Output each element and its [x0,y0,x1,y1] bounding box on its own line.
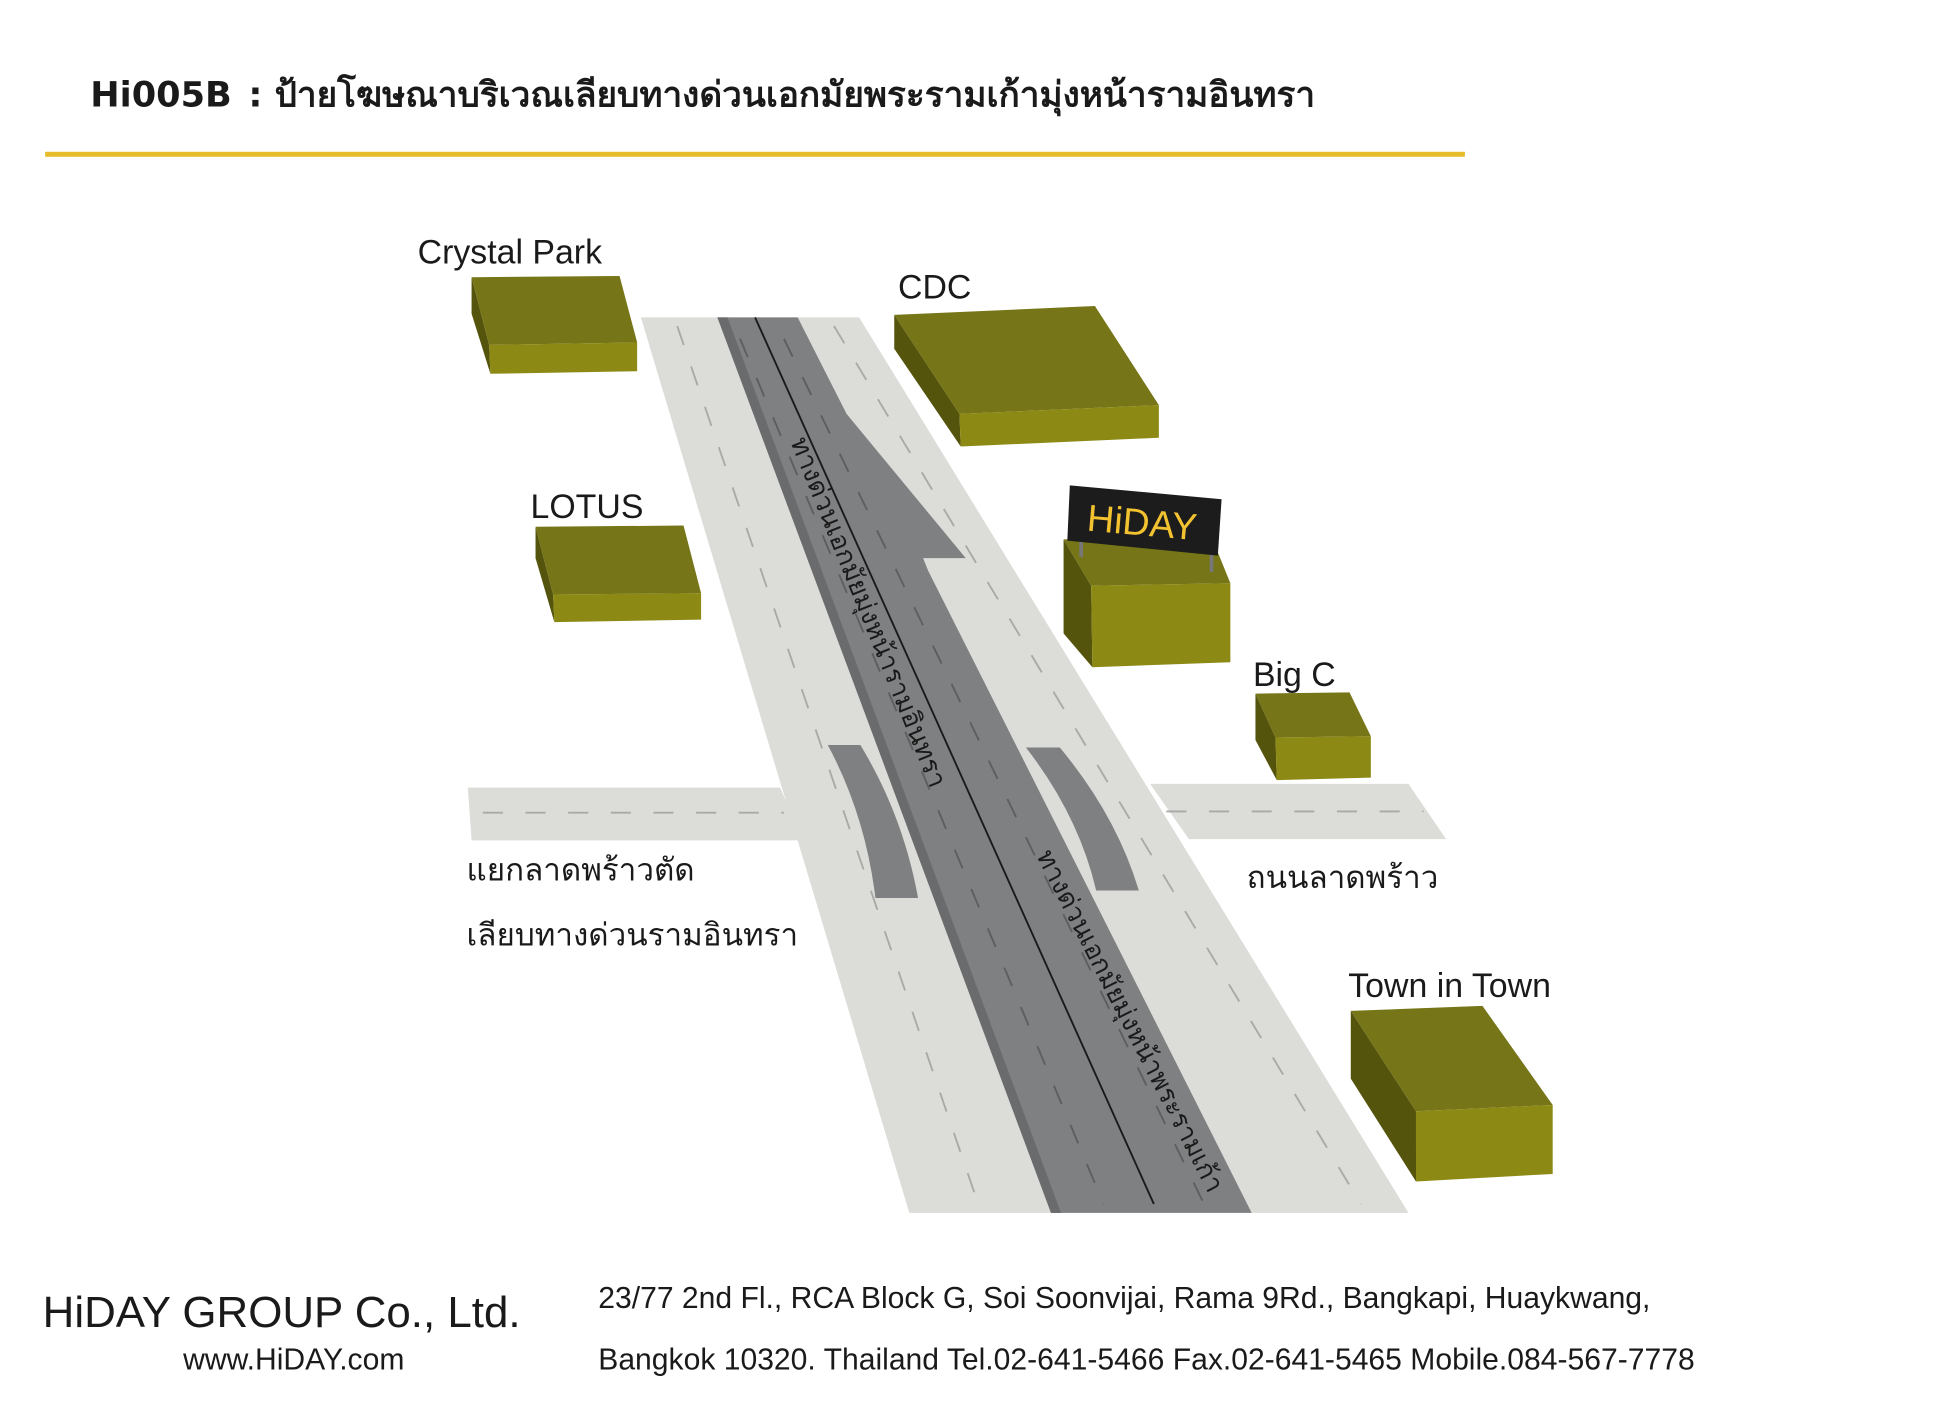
label-big-c: Big C [1253,656,1336,694]
label-junction-line1: แยกลาดพร้าวตัด [467,852,695,888]
company-name: HiDAY GROUP Co., Ltd. [43,1288,521,1337]
expressway-edge [717,317,1062,1213]
building-big-c [1255,692,1371,781]
building-crystal-park [471,275,638,374]
sign-code: Hi005B [90,75,231,116]
label-lotus: LOTUS [531,488,644,526]
building-lotus [535,525,702,623]
lane-marking [739,338,1105,1205]
company-website[interactable]: www.HiDAY.com [182,1344,404,1377]
building-town-in-town [1350,1005,1553,1182]
building-cdc [894,306,1159,447]
building-billboard-site [1063,536,1231,668]
page-title: : ป้ายโฆษณาบริเวณเลียบทางด่วนเอกมัยพระรา… [248,74,1315,117]
ramp-left [827,745,919,899]
expressway [717,317,1252,1213]
label-lat-phrao-road: ถนนลาดพร้าว [1247,860,1439,896]
cross-road-left [467,787,803,841]
address-line1: 23/77 2nd Fl., RCA Block G, Soi Soonvija… [598,1282,1650,1315]
address-line2: Bangkok 10320. Thailand Tel.02-641-5466 … [598,1344,1694,1377]
billboard-logo: HiDAY [1085,497,1198,548]
lane-marking [676,325,980,1205]
ramp-right [1025,747,1139,891]
label-cdc: CDC [898,269,971,307]
lane-marking [783,338,1205,1205]
label-junction-line2: เลียบทางด่วนรามอินทรา [467,918,799,954]
billboard [1067,485,1222,556]
title-divider [45,151,1465,157]
expressway-centerline [754,316,1155,1205]
label-crystal-park: Crystal Park [418,233,602,271]
lane-marking [833,325,1362,1205]
label-town-in-town: Town in Town [1348,967,1551,1005]
